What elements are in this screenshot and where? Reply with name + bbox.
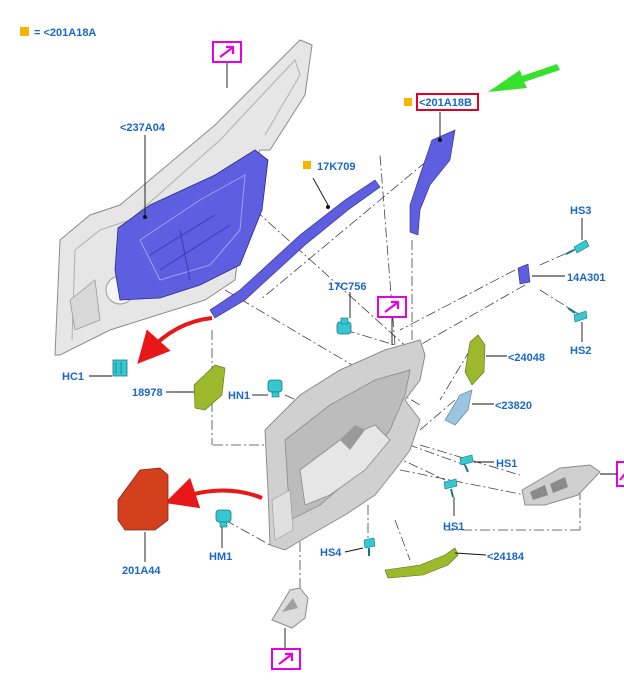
pad-201A44 [117,467,169,531]
arrow-up-right-icon [278,652,294,665]
bracket-18978 [193,364,226,411]
trim-24048 [464,334,486,386]
label-HS1-a[interactable]: HS1 [496,458,517,470]
highlight-box-201A18B [416,93,479,111]
screw-HS4 [363,537,376,556]
label-23820[interactable]: <23820 [495,400,532,412]
screw-HS1-b [443,478,458,498]
legend-text: = <201A18A [34,27,96,39]
label-HS4[interactable]: HS4 [320,547,342,559]
label-201A18B[interactable]: <201A18B [419,97,472,109]
label-17C756[interactable]: 17C756 [328,281,367,293]
glass-run-channel [209,179,381,319]
label-24048[interactable]: <24048 [508,352,545,364]
nav-icon-right[interactable] [600,461,624,487]
red-arrow-left-lower [164,477,263,509]
green-pointer-arrow [488,64,560,92]
clip-HC1 [112,359,128,377]
legend-swatch [20,27,29,36]
nav-icon-bottom[interactable] [271,628,301,670]
nut-HN1 [267,379,283,398]
trim-23820 [444,389,473,426]
red-arrow-left [137,316,213,364]
label-24184[interactable]: <24184 [487,551,525,563]
label-HM1[interactable]: HM1 [209,551,232,563]
arrow-up-right-icon [384,300,400,313]
door-inner-panel [114,149,269,301]
label-HS1-b[interactable]: HS1 [443,521,464,533]
label-237A04[interactable]: <237A04 [120,122,166,134]
nav-icon-top[interactable] [212,41,242,88]
label-HS3[interactable]: HS3 [570,205,591,217]
legend: = <201A18A [20,27,96,39]
screw-HS1-a [459,454,474,473]
marker-17K709 [303,161,311,169]
label-HC1[interactable]: HC1 [62,371,84,383]
arrow-up-right-icon [619,473,624,481]
label-HS2[interactable]: HS2 [570,345,591,357]
window-switch-panel [521,464,601,506]
clip-17C756 [336,317,352,335]
label-HN1[interactable]: HN1 [228,390,250,402]
marker-201A18B [404,98,412,106]
speaker-grille [271,587,309,629]
screw-HS2 [567,307,588,323]
nav-icon-mid[interactable] [377,296,407,345]
screw-HS3 [565,239,590,255]
label-14A301[interactable]: 14A301 [567,272,606,284]
clip-HM1 [215,509,232,528]
bracket-14A301 [517,263,531,285]
door-trim-panel [264,339,426,551]
label-18978[interactable]: 18978 [132,387,163,399]
trim-24184 [384,547,459,579]
pillar-trim [409,129,456,236]
label-201A44[interactable]: 201A44 [122,565,161,577]
label-17K709[interactable]: 17K709 [317,161,356,173]
arrow-up-right-icon [219,45,235,58]
